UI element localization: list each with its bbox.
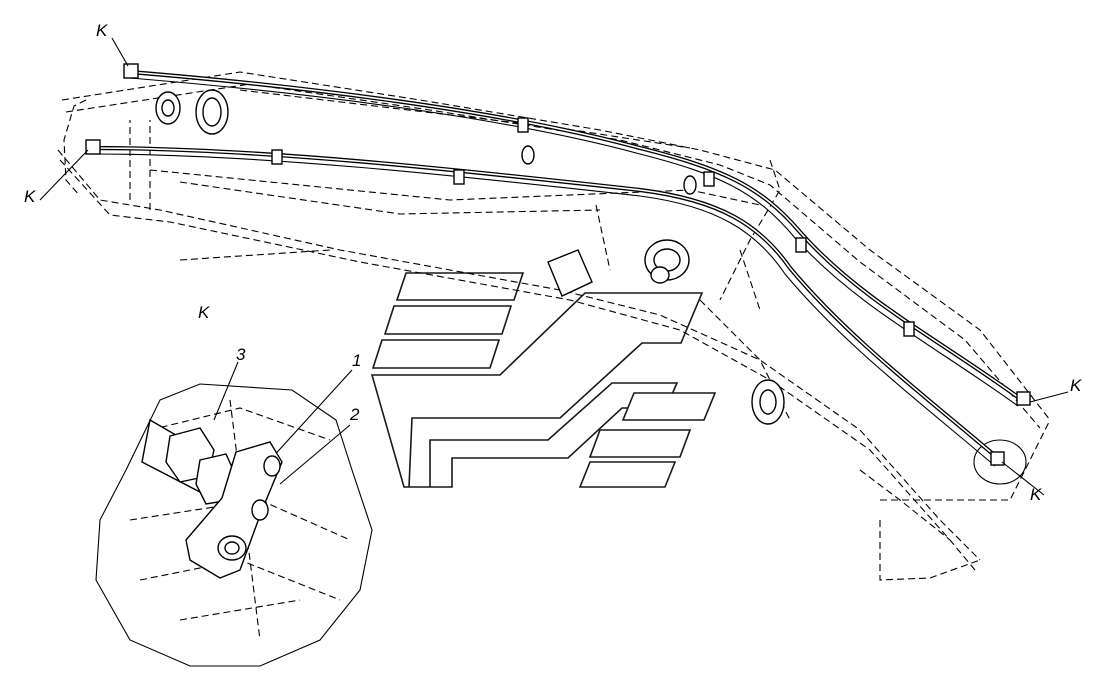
callout-1: 1 [352, 351, 361, 370]
label-k-right-upper: K [1070, 376, 1082, 395]
leader-lines [39, 37, 1069, 496]
mounting-plate [547, 249, 593, 297]
watermark-logo [370, 272, 717, 488]
boom-outline-dashed [57, 71, 1051, 581]
clamp [903, 321, 915, 337]
label-k-left: K [24, 187, 36, 206]
clamp [703, 171, 715, 187]
detail-k-circle [973, 439, 1027, 485]
fitting-top-left [123, 63, 139, 79]
boom-components [155, 89, 1027, 485]
detail-title: K [198, 303, 210, 322]
callout-2: 2 [349, 405, 360, 424]
bracket-clamp [185, 441, 283, 579]
callout-3: 3 [236, 345, 246, 364]
detail-k-view [95, 383, 373, 667]
clamp [795, 237, 807, 253]
hydraulic-tubes [89, 69, 1025, 467]
tube-fittings [85, 63, 1031, 466]
clamp [271, 149, 283, 165]
label-k-top-left: K [96, 21, 108, 40]
label-k-right-lower: K [1030, 485, 1042, 504]
fitting-right-lower [990, 451, 1005, 466]
clamp [453, 169, 465, 185]
clamp [517, 117, 529, 133]
fitting-left [85, 139, 101, 155]
fitting-right-upper [1016, 391, 1031, 406]
labels: K K K K K 1 2 3 [24, 21, 1082, 504]
